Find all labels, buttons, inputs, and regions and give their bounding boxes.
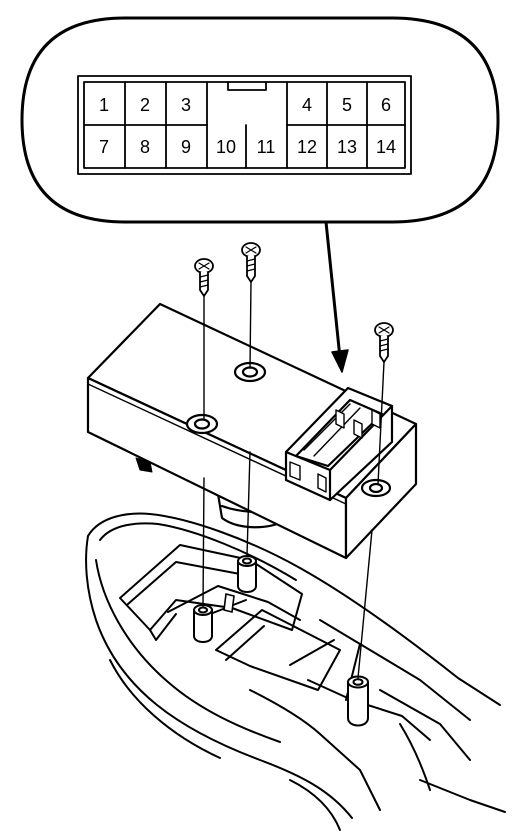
screw-left (194, 258, 214, 297)
pin-9-label: 9 (181, 137, 191, 157)
boss-left (193, 604, 213, 643)
pin-8-label: 8 (140, 137, 150, 157)
pointer-arrow (324, 220, 349, 373)
connector-callout: 1 2 3 4 5 6 7 8 9 10 11 12 13 14 (20, 16, 500, 224)
pin-labels: 1 2 3 4 5 6 7 8 9 10 11 12 13 14 (99, 95, 396, 157)
pin-2-label: 2 (140, 95, 150, 115)
pin-11-label: 11 (257, 137, 276, 157)
pin-4-label: 4 (302, 95, 312, 115)
armrest-panel (85, 512, 506, 831)
screw-center (241, 242, 261, 283)
pin-12-label: 12 (297, 137, 317, 157)
pin-5-label: 5 (342, 95, 352, 115)
pin-10-label: 10 (216, 137, 236, 157)
callout-bubble (20, 16, 500, 224)
switch-assembly (86, 302, 418, 560)
boss-center (237, 555, 257, 593)
alignment-lines (202, 281, 385, 679)
screw-right (374, 322, 394, 363)
boss-right (347, 675, 369, 727)
screws (194, 242, 394, 363)
connector-face (77, 75, 412, 175)
pin-13-label: 13 (337, 137, 357, 157)
pin-6-label: 6 (381, 95, 391, 115)
pin-3-label: 3 (181, 95, 191, 115)
pin-14-label: 14 (376, 137, 396, 157)
pin-7-label: 7 (99, 137, 109, 157)
pin-1-label: 1 (99, 95, 109, 115)
connector-lock-tab (227, 81, 267, 91)
